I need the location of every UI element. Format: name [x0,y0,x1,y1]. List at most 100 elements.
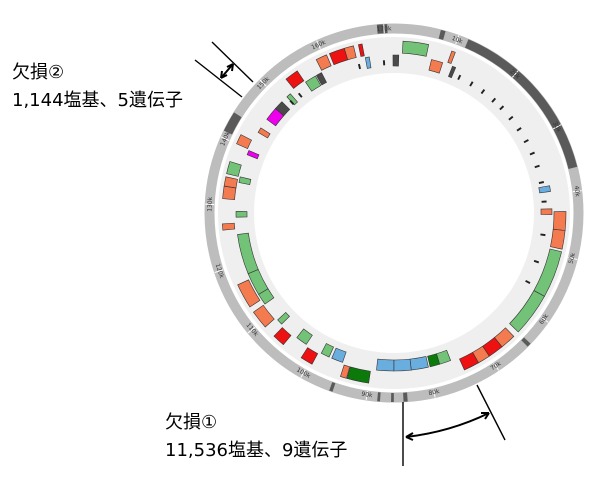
gene-feature [402,40,430,57]
gene-feature [300,347,319,365]
ring-dark-segment [329,382,336,392]
gene-tick-mark [357,63,361,70]
tick-line [214,269,224,274]
tick-label: 120k [214,263,226,280]
gene-feature [320,343,334,358]
tick-line [300,369,306,378]
gene-tick-mark [289,99,295,105]
tick-line [259,79,267,87]
gene-feature [238,176,252,186]
gene-feature [253,304,275,328]
gene-feature [358,43,365,57]
gene-feature [459,351,479,371]
gene-tick-mark [480,88,486,95]
gene-feature [273,327,292,346]
gene-tick-mark [469,81,474,87]
gene-feature [235,211,248,218]
deletion-2-boundary-line [211,41,254,83]
gene-feature [346,366,371,384]
gene-feature [222,222,236,231]
gene-feature [296,328,313,345]
gene-tick-mark [541,200,547,203]
gene-feature [315,54,332,71]
gene-tick-mark [523,139,529,144]
ring-dark-segment [438,29,446,40]
gene-feature [448,65,457,79]
gene-feature [364,56,372,69]
gene-feature [509,290,545,333]
deletion-1-detail: 11,536塩基、9遺伝子 [165,440,348,461]
tick-line [455,35,460,45]
tick-line [316,40,321,49]
gene-feature [226,161,242,177]
ring-dark-segment [403,392,408,402]
gene-feature [376,358,395,372]
deletion-2-double-arrow [220,63,234,79]
gene-feature [393,358,412,372]
gene-feature [428,59,444,74]
gene-feature [447,50,456,64]
ring-dark-segment [376,24,388,34]
gene-feature [331,347,347,363]
tick-label: 40k [573,185,581,197]
tick-line [540,316,549,323]
gene-feature [409,356,429,371]
gene-tick-mark [499,105,505,111]
tick-label: 170k [376,25,392,33]
gene-feature [237,279,261,308]
ring-dark-segment [464,39,578,169]
gene-feature [540,208,553,215]
gene-tick-mark [538,181,545,184]
gene-feature [552,211,567,231]
gene-tick-mark [534,164,540,169]
gene-feature [246,150,260,160]
arrowhead [220,63,234,79]
arrowhead [405,412,490,441]
gene-feature [222,185,237,200]
gene-tick-mark [508,115,514,121]
tick-line [247,326,256,334]
gene-feature [340,364,351,379]
deletion-2-title: 欠損② [12,62,65,83]
tick-line [432,388,436,398]
gene-tick-mark [525,279,531,284]
gene-feature [257,127,271,139]
tick-label: 50k [568,252,578,265]
gene-tick-mark [491,97,497,103]
deletion-1-marker [402,384,506,466]
gene-tick-mark [540,233,546,237]
tick-line [552,124,562,130]
gene-feature [305,75,322,92]
tick-line [511,70,519,78]
gene-tick-mark [297,92,303,98]
ring-dark-segment [377,392,381,402]
deletion-2-marker [194,41,254,98]
gene-tick-mark [533,259,540,264]
gene-feature [538,185,551,194]
deletion-2-boundary-line [194,59,243,98]
gene-tick-mark [457,74,462,81]
tick-label: 30k [551,121,563,135]
gene-feature [550,228,566,250]
tick-line [365,390,368,401]
gene-tick-mark [529,151,535,156]
deletion-1-arc-arrow [405,412,490,438]
tick-label: 130k [206,196,214,212]
tick-label: 80k [428,388,441,397]
gene-tick-mark [382,60,386,66]
deletion-2-detail: 1,144塩基、5遺伝子 [12,90,183,111]
deletion-1-title: 欠損① [165,412,218,433]
gene-feature [275,101,291,117]
gene-feature [392,54,400,67]
feature-band [218,37,570,389]
gene-feature [286,93,298,106]
gene-tick-mark [516,127,522,132]
gene-feature [223,176,238,189]
gene-feature [343,45,357,61]
gene-feature [237,232,259,275]
gene-feature [277,312,290,325]
deletion-1-boundary-line [476,384,506,441]
gene-feature [285,70,305,89]
ring-dark-segment [223,112,242,135]
